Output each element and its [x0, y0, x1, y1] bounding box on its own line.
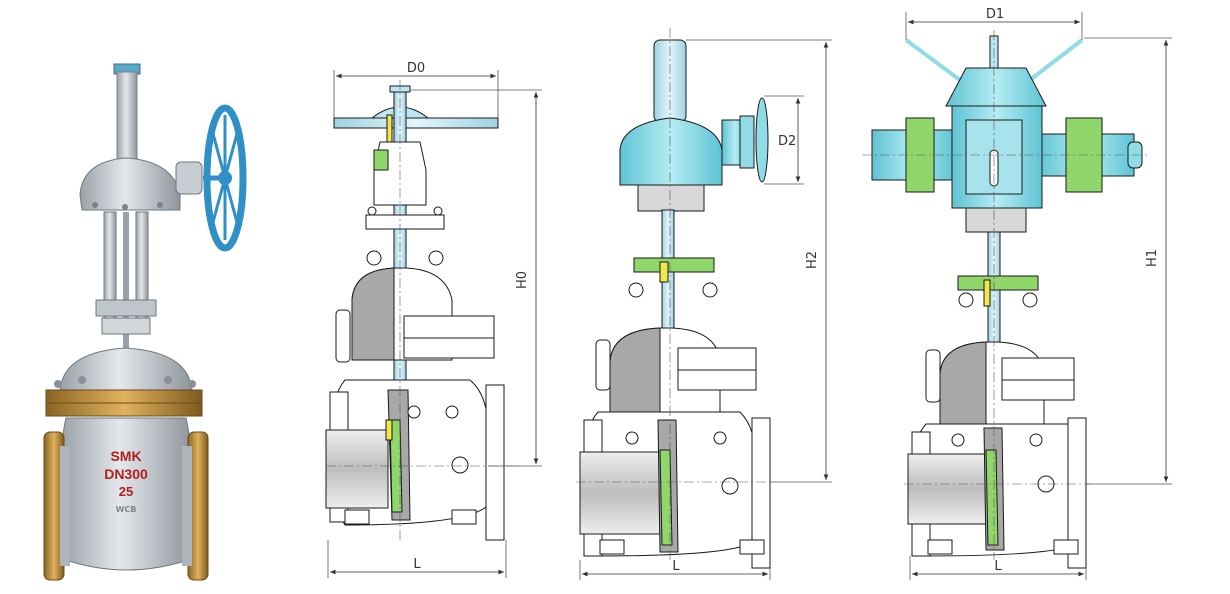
photo-bolt-icons: [92, 202, 163, 210]
photo-stamp-size: DN300: [104, 466, 148, 482]
dim-label-d0: D0: [407, 61, 425, 76]
dim-label-l-2: L: [672, 559, 680, 574]
dimensions-bevel-gear: H2 D2 L: [576, 28, 832, 580]
photo-stamp-pressure: 25: [119, 484, 133, 499]
drawing-electric-actuator: [871, 35, 1143, 569]
dim-label-l-1: L: [413, 557, 421, 572]
valve-photo: SMK DN300 25 WCB: [43, 63, 247, 581]
drawing-bevel-gear: [579, 39, 771, 569]
photo-stamp-brand: SMK: [110, 448, 141, 464]
dimensions-electric-actuator: D1 H1 L: [862, 7, 1172, 580]
dim-label-l-3: L: [994, 559, 1002, 574]
dim-label-d2: D2: [778, 134, 796, 149]
handwheel-icon: [203, 104, 247, 252]
dim-label-h0: H0: [515, 271, 530, 289]
drawing-handwheel: [325, 85, 505, 541]
photo-stamp-material: WCB: [116, 505, 137, 514]
dim-label-h2: H2: [805, 251, 820, 269]
photo-flange-bolt-icons: [54, 376, 196, 388]
dim-label-h1: H1: [1145, 249, 1160, 267]
dimensions-handwheel: D0 H0 L: [326, 61, 542, 578]
dim-label-d1: D1: [986, 7, 1004, 22]
